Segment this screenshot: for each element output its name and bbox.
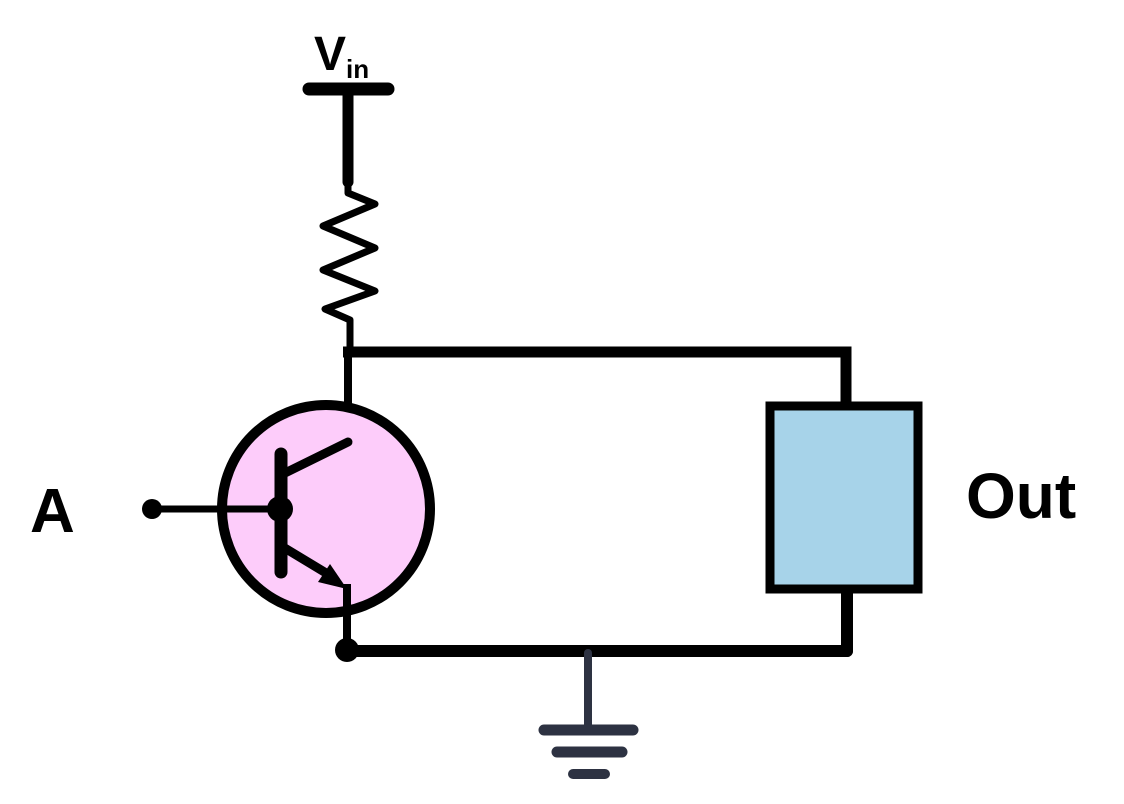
- power-supply: Vin: [302, 28, 395, 188]
- input-terminal-dot: [142, 499, 162, 519]
- emitter-lead: [278, 542, 336, 581]
- vin-label-main: V: [314, 28, 346, 81]
- output-load: Out: [765, 401, 1076, 594]
- ground-symbol-icon: [538, 649, 639, 779]
- input-label: A: [30, 477, 75, 546]
- vin-label-subscript: in: [346, 54, 369, 84]
- output-label: Out: [966, 460, 1076, 532]
- vin-label: Vin: [314, 28, 369, 84]
- emitter-junction-dot: [335, 638, 359, 662]
- npn-transistor: [217, 400, 435, 650]
- collector-lead: [278, 437, 353, 479]
- input-terminal: A: [30, 477, 281, 546]
- emitter-arrowhead-icon: [318, 564, 347, 589]
- collector-node-wire: [343, 346, 852, 406]
- resistor-symbol: [319, 178, 379, 354]
- load-box: [765, 401, 923, 594]
